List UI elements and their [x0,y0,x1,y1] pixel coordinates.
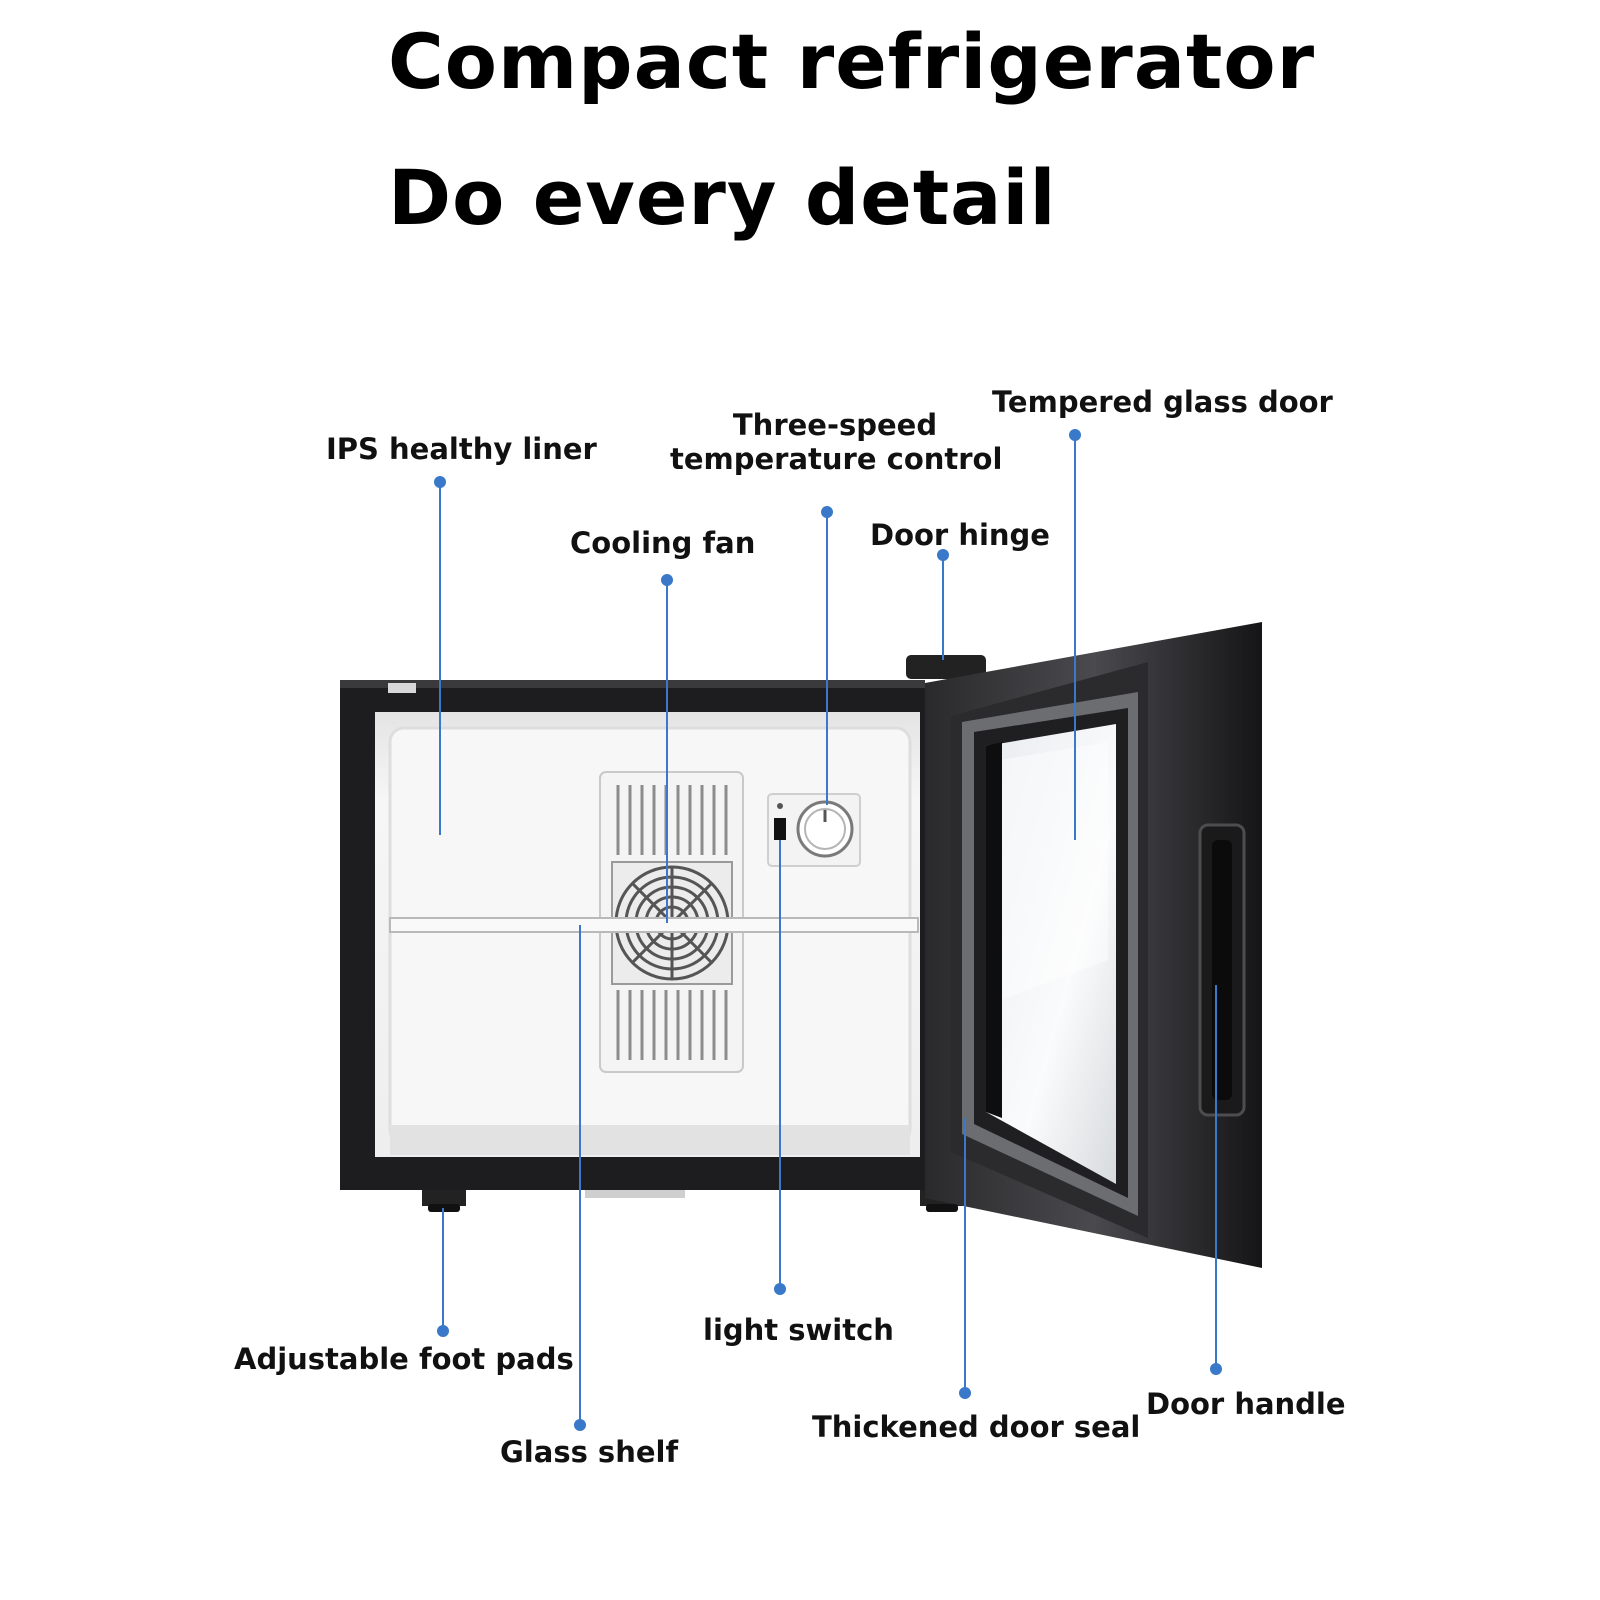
label-glass-shelf: Glass shelf [500,1435,679,1469]
glass-door [925,622,1262,1268]
label-thickened-door-seal: Thickened door seal [812,1410,1141,1444]
label-temp-control-line1: Three-speed [732,408,938,442]
label-door-hinge: Door hinge [870,518,1050,552]
page-title: Compact refrigerator [388,17,1316,106]
door-hinge [906,655,986,679]
bottom-vent [585,1190,685,1198]
label-light-switch: light switch [703,1313,894,1347]
temperature-control-panel [767,793,861,867]
page-subtitle: Do every detail [388,153,1057,242]
label-adjustable-foot-pads: Adjustable foot pads [234,1342,574,1376]
label-tempered-glass-door: Tempered glass door [992,385,1333,419]
foot-pad-left [422,1190,466,1206]
label-three-speed-temperature-control: Three-speed temperature control [670,408,1003,476]
glass-shelf [389,917,919,933]
cabinet-top-light [388,683,416,693]
leader-lines [434,429,1222,1431]
label-ips-healthy-liner: IPS healthy liner [326,432,597,466]
tempered-glass-pane [986,724,1116,1184]
label-door-handle: Door handle [1146,1387,1346,1421]
label-temp-control-line2: temperature control [670,442,1003,476]
light-switch-button[interactable] [774,818,786,840]
door-seal [986,742,1002,1118]
label-cooling-fan: Cooling fan [570,526,756,560]
